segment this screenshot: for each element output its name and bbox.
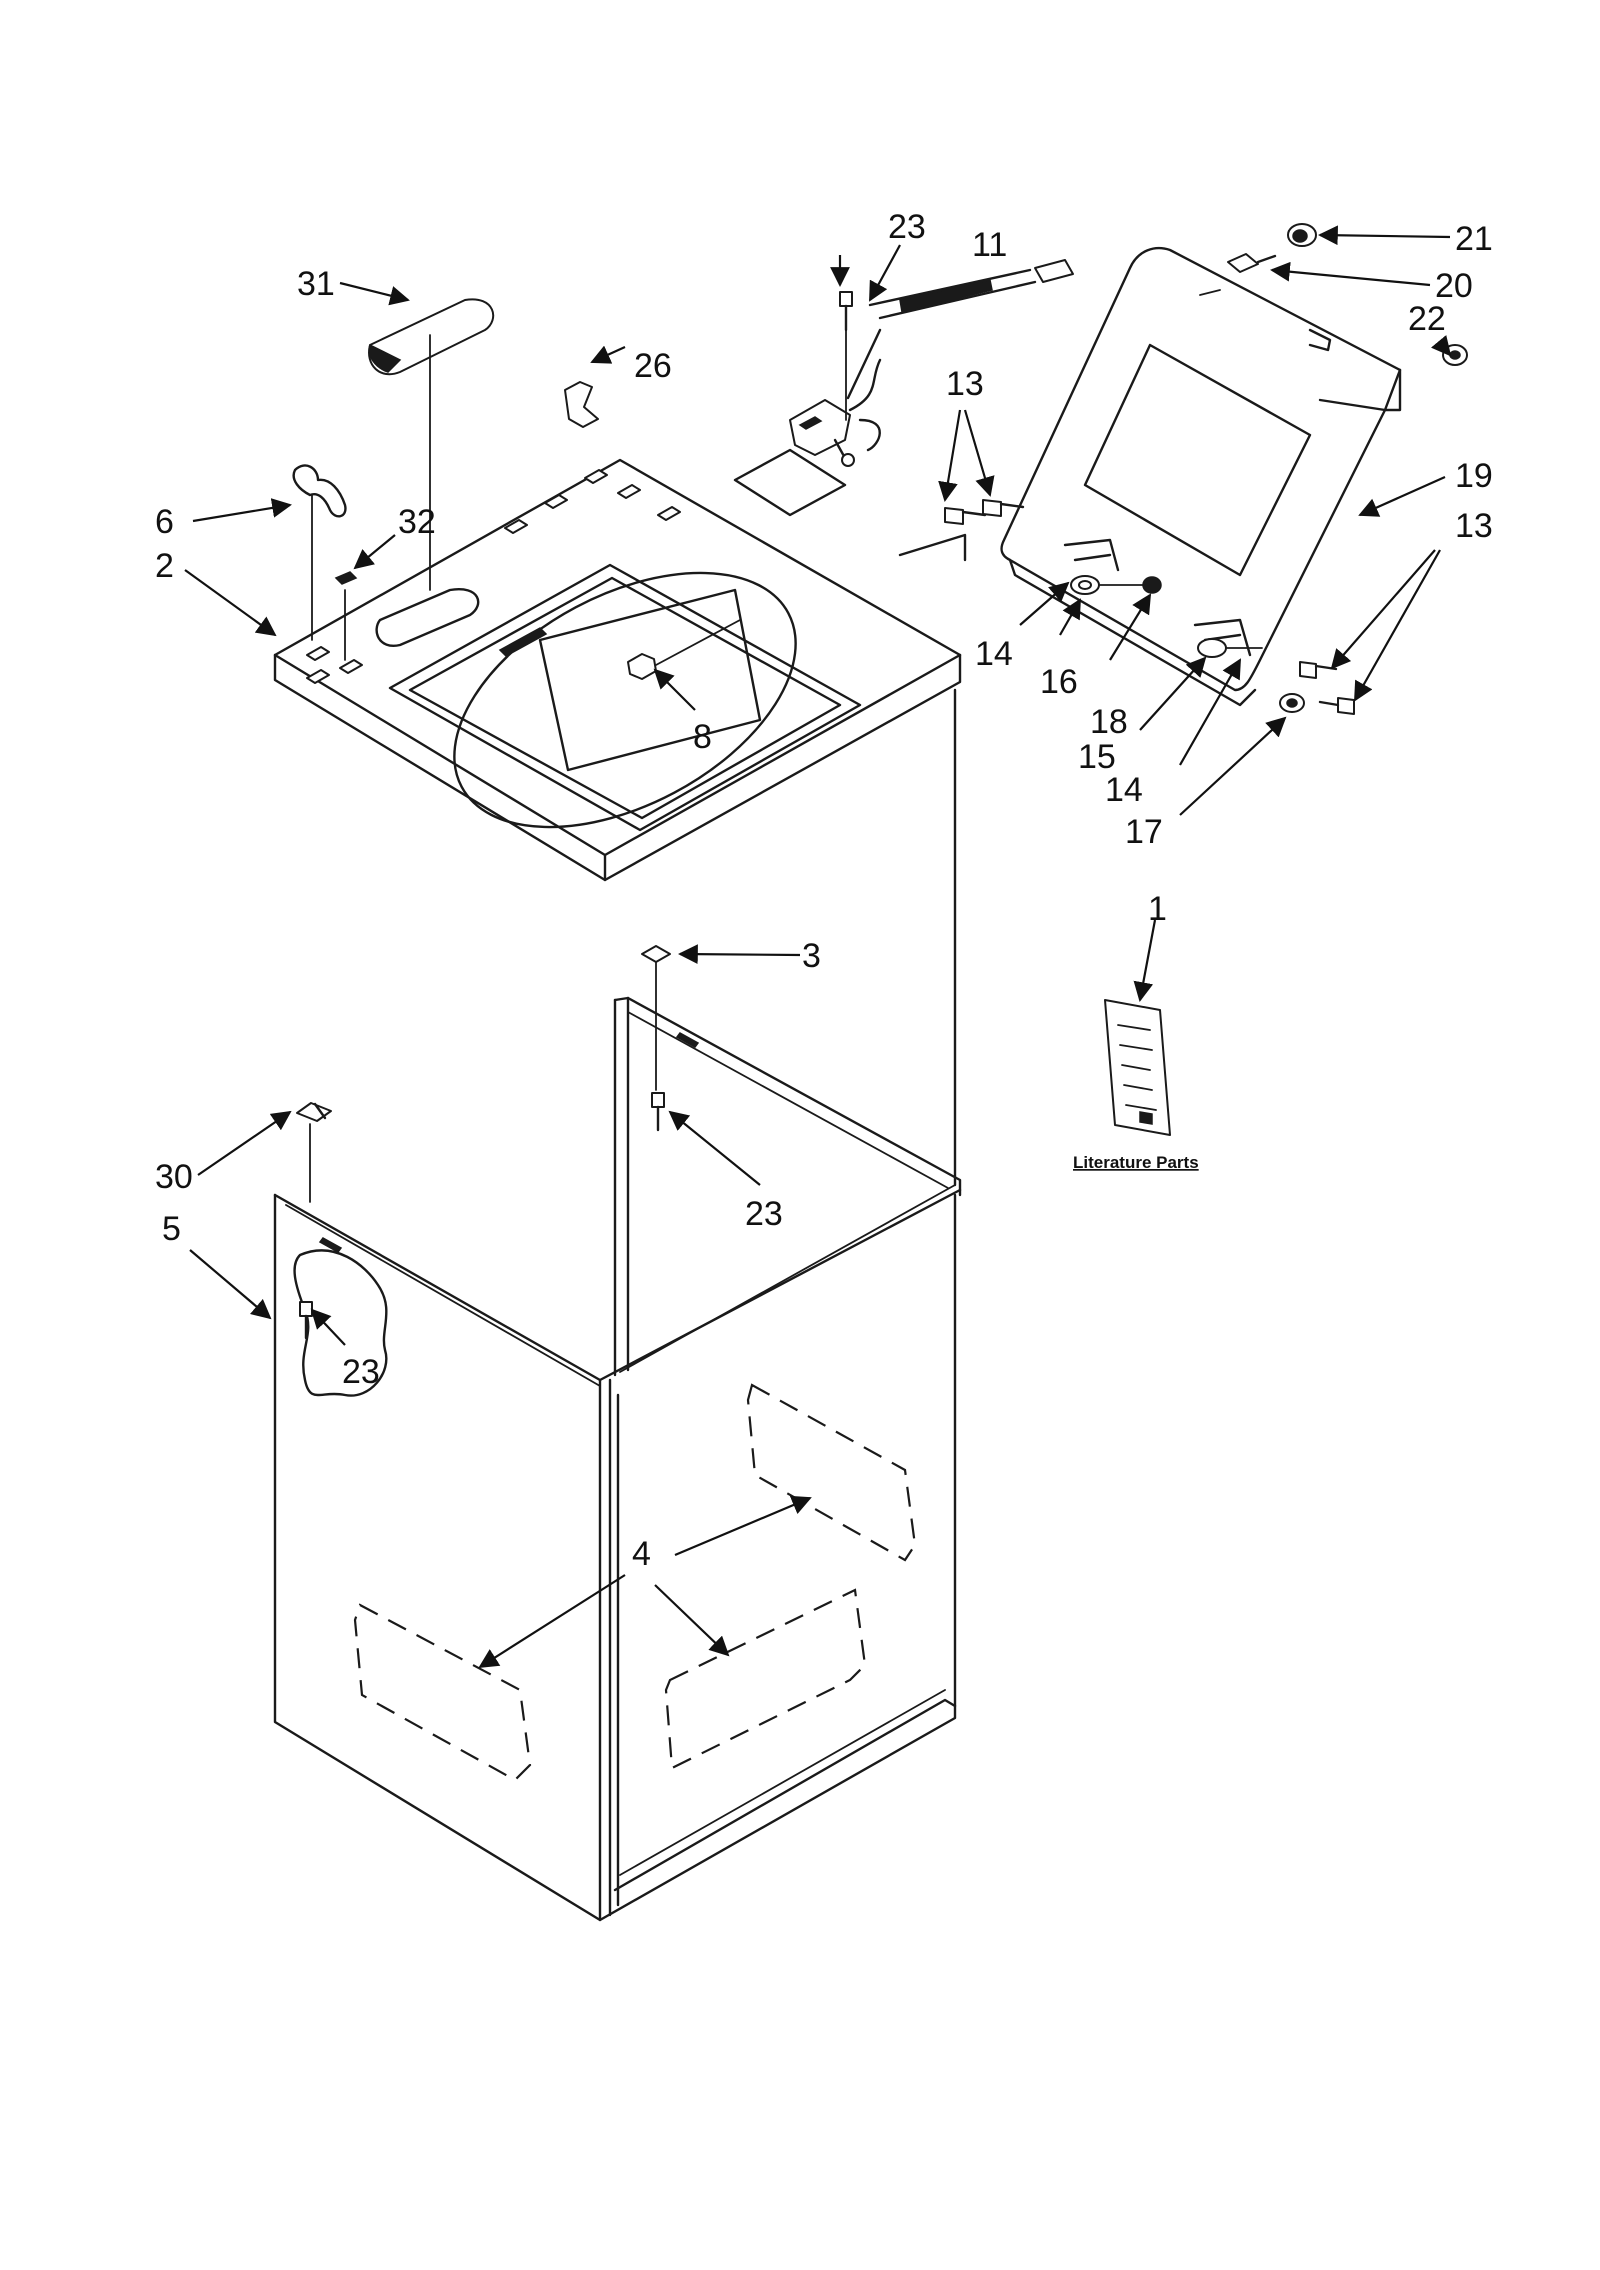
- callout-14-upper: 14: [975, 635, 1013, 673]
- callout-23-mid: 23: [745, 1195, 783, 1233]
- lid-switch-part-11: [789, 259, 1074, 467]
- callout-16: 16: [1040, 663, 1078, 701]
- callout-15: 15: [1078, 738, 1116, 776]
- callout-26: 26: [634, 347, 672, 385]
- callout-2: 2: [155, 547, 174, 585]
- callout-32: 32: [398, 503, 436, 541]
- callout-17: 17: [1125, 813, 1163, 851]
- bumper-part-22: [1442, 344, 1468, 366]
- lid-part-19: [1000, 246, 1402, 707]
- screw-part-23-top: [839, 291, 853, 421]
- dispenser-cover-part-31: [368, 298, 495, 591]
- screws-part-13-left: [944, 499, 1025, 525]
- cabinet-part-5: [273, 688, 962, 1922]
- callout-13-right: 13: [1455, 507, 1493, 545]
- callout-31: 31: [297, 265, 335, 303]
- screw-part-8: [627, 619, 741, 680]
- callout-23-low: 23: [342, 1353, 380, 1391]
- clip-part-26: [564, 381, 599, 428]
- callout-6: 6: [155, 503, 174, 541]
- literature-caption: Literature Parts: [1073, 1153, 1199, 1172]
- screw-part-23-low: [299, 1301, 313, 1340]
- callout-19: 19: [1455, 457, 1493, 495]
- callout-3: 3: [802, 937, 821, 975]
- bumper-part-21: [1287, 223, 1317, 247]
- callout-5: 5: [162, 1210, 181, 1248]
- callout-23-top: 23: [888, 208, 926, 246]
- callout-22: 22: [1408, 300, 1446, 338]
- harness-plate: [733, 448, 847, 517]
- callout-20: 20: [1435, 267, 1473, 305]
- hinge-part-14-upper: [1063, 538, 1162, 595]
- callout-labels: 23 11 31 26 13 6 32 2 8 21 20 22 19 13 1…: [155, 208, 1493, 1573]
- labels-part-4: [353, 1383, 917, 1782]
- callout-21: 21: [1455, 220, 1493, 258]
- callout-4: 4: [632, 1535, 651, 1573]
- clip-part-32: [334, 571, 358, 661]
- callout-1: 1: [1148, 890, 1167, 928]
- bumper-part-20: [1227, 253, 1277, 273]
- callout-14-lower: 14: [1105, 771, 1143, 809]
- clip-part-6: [292, 464, 347, 641]
- callout-18: 18: [1090, 703, 1128, 741]
- lid-back-plate: [898, 533, 967, 562]
- callout-13-left: 13: [946, 365, 984, 403]
- screw-part-23-mid: [651, 1092, 665, 1132]
- top-part-2: [273, 458, 962, 882]
- callout-11: 11: [972, 226, 1007, 264]
- callout-arrows: [184, 225, 1452, 1669]
- clip-part-3: [641, 945, 671, 1091]
- hinge-part-14-lower: [1193, 618, 1305, 713]
- screws-part-13-right: [1299, 661, 1355, 715]
- callout-30: 30: [155, 1158, 193, 1196]
- callout-8: 8: [693, 718, 712, 756]
- literature-part-1: [1104, 999, 1171, 1136]
- clip-part-30: [296, 1102, 332, 1203]
